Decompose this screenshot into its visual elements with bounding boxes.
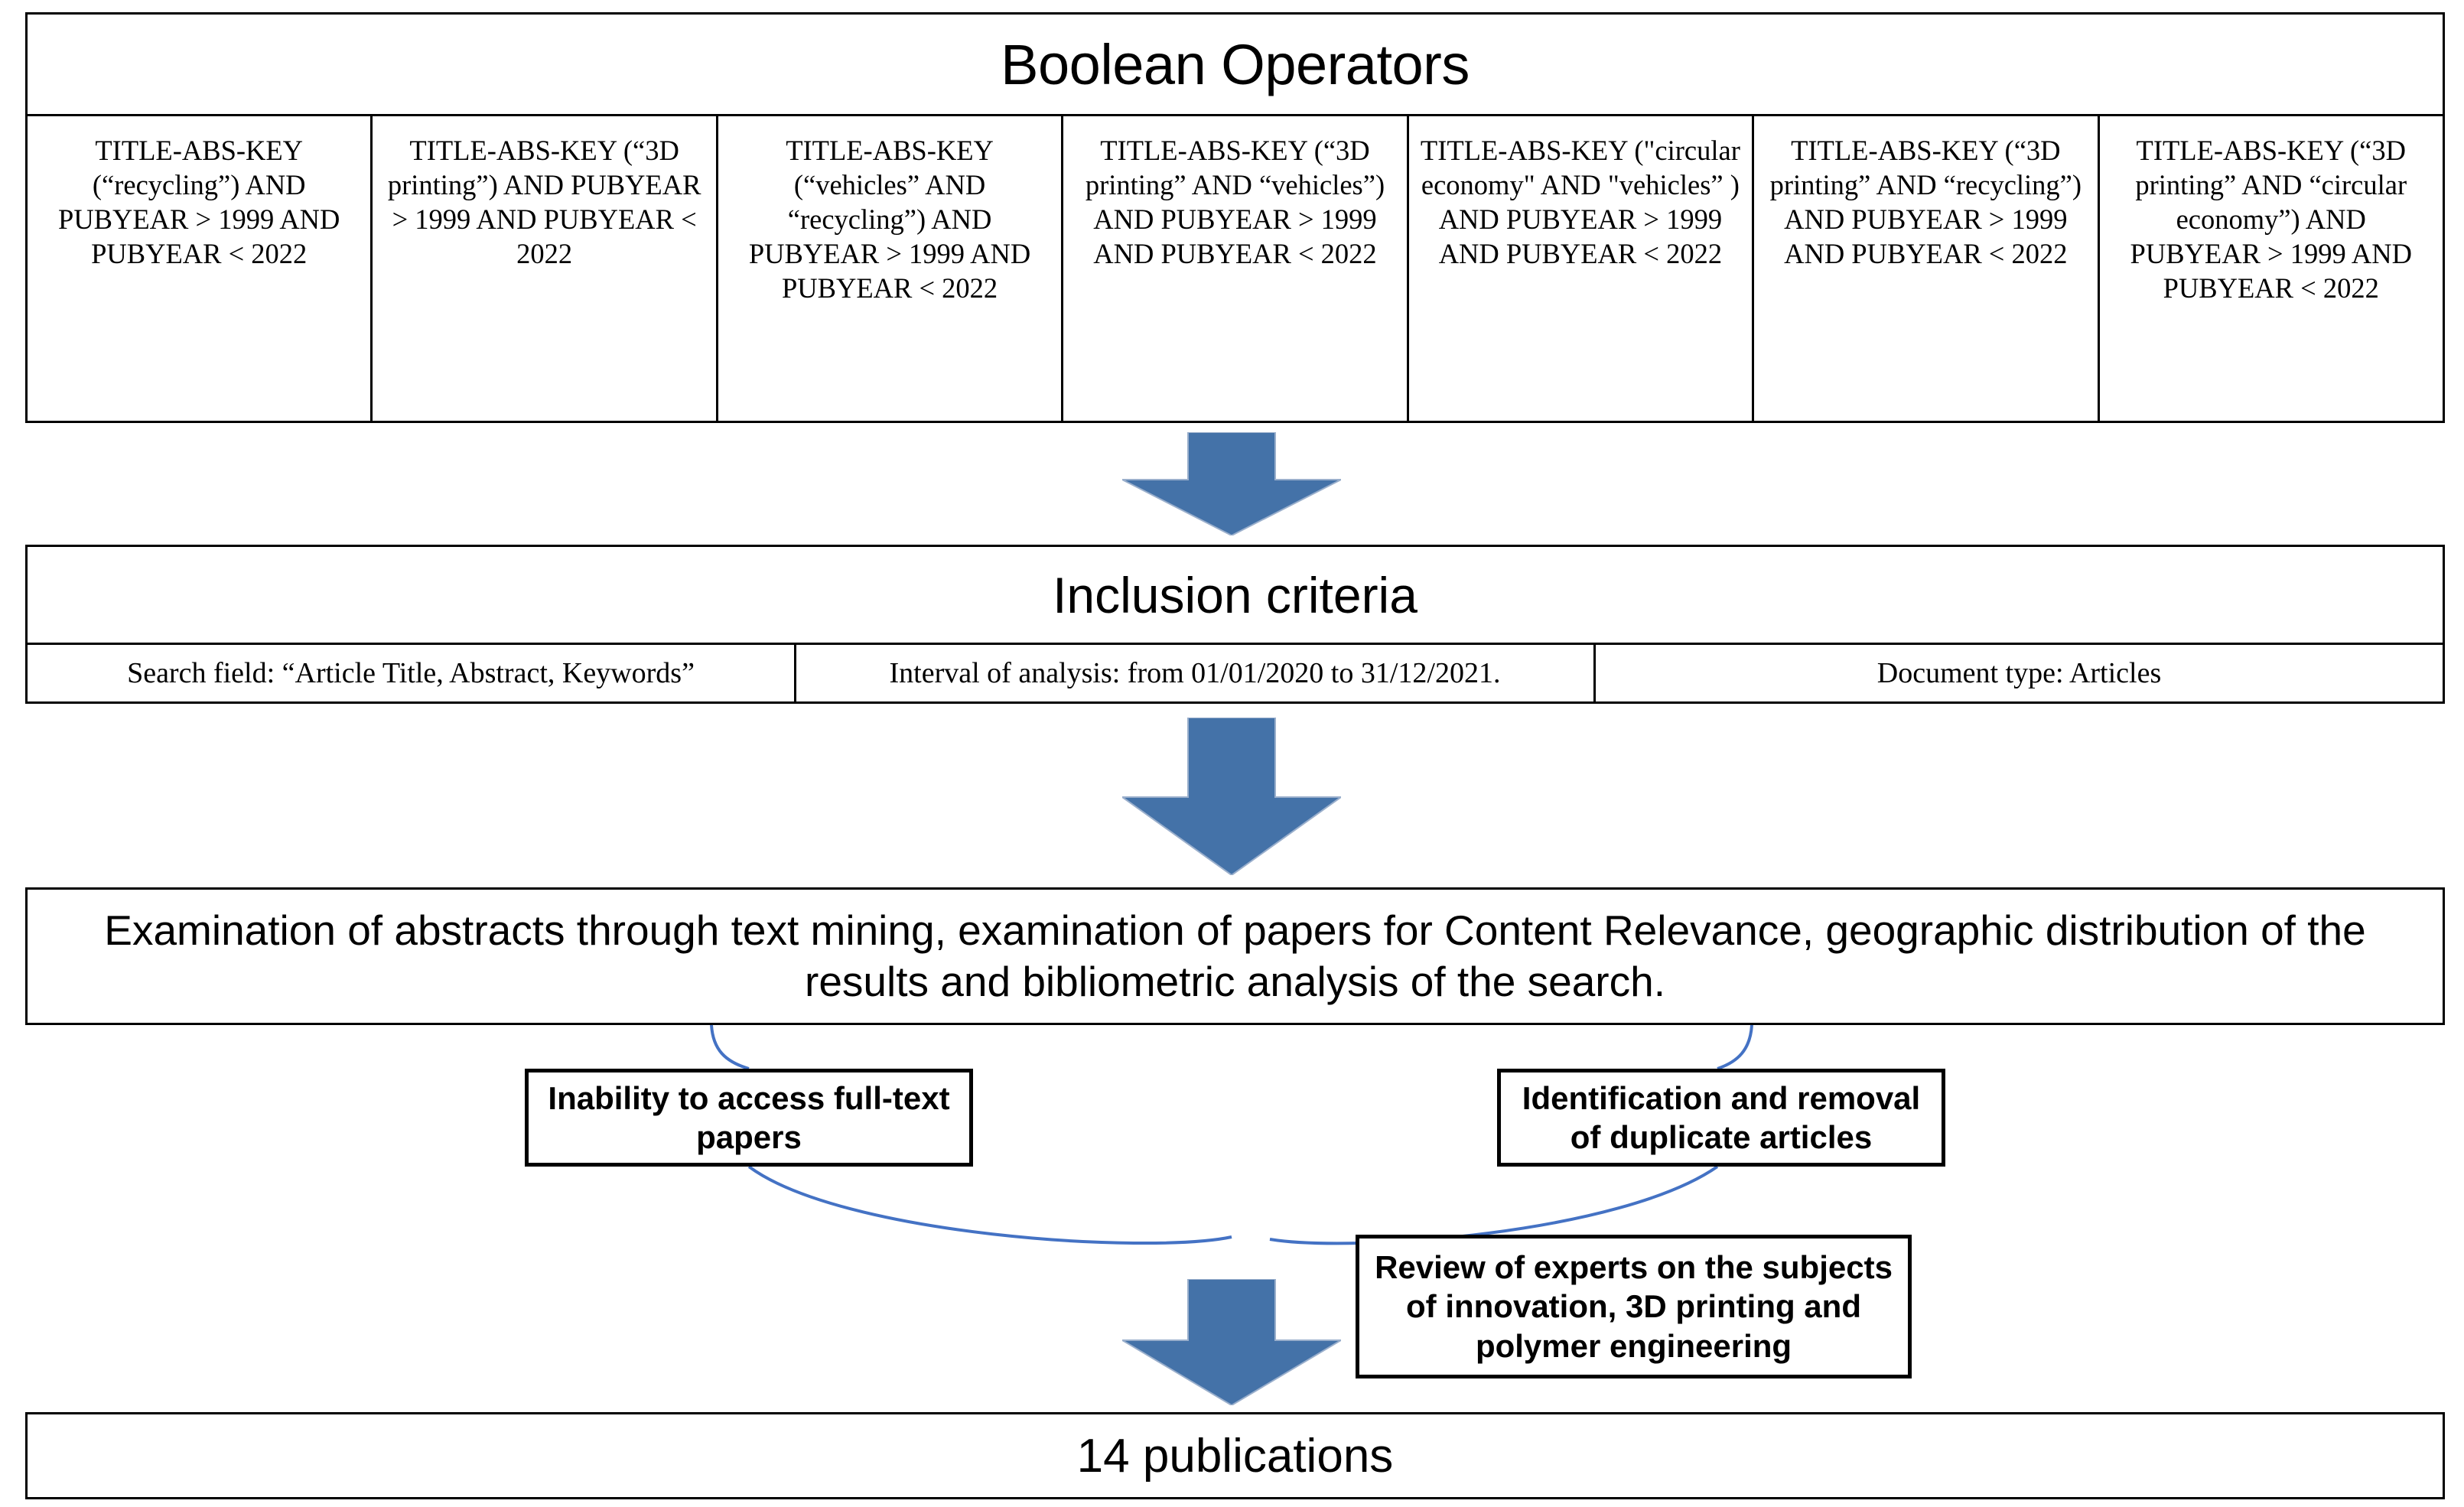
result-publications-box: 14 publications <box>25 1412 2445 1499</box>
inclusion-criteria-title-cell: Inclusion criteria <box>28 547 2443 645</box>
exclusion-note-expert-review: Review of experts on the subjects of inn… <box>1356 1235 1912 1378</box>
down-arrow-icon-2 <box>1122 718 1341 875</box>
inclusion-criteria-cell-interval: Interval of analysis: from 01/01/2020 to… <box>796 645 1596 701</box>
inclusion-criteria-cell-search-field: Search field: “Article Title, Abstract, … <box>28 645 796 701</box>
boolean-query-cell-2: TITLE-ABS-KEY (“3D printing”) AND PUBYEA… <box>373 116 718 421</box>
exclusion-note-fulltext: Inability to access full-text papers <box>525 1069 973 1167</box>
boolean-query-row: TITLE-ABS-KEY (“recycling”) AND PUBYEAR … <box>28 116 2443 421</box>
exclusion-note-duplicates: Identification and removal of duplicate … <box>1497 1069 1945 1167</box>
page-title: Boolean Operators <box>1001 32 1470 96</box>
boolean-query-cell-4: TITLE-ABS-KEY (“3D printing” AND “vehicl… <box>1063 116 1409 421</box>
boolean-query-cell-5: TITLE-ABS-KEY ("circular economy" AND "v… <box>1409 116 1755 421</box>
result-publications-text: 14 publications <box>1076 1429 1394 1483</box>
boolean-query-cell-7: TITLE-ABS-KEY (“3D printing” AND “circul… <box>2130 135 2412 304</box>
inclusion-criteria-row: Search field: “Article Title, Abstract, … <box>28 645 2443 701</box>
inclusion-criteria-title: Inclusion criteria <box>1053 566 1418 623</box>
examination-step-box: Examination of abstracts through text mi… <box>25 887 2445 1025</box>
down-arrow-icon-3 <box>1122 1279 1341 1405</box>
inclusion-criteria-table: Inclusion criteria Search field: “Articl… <box>25 545 2445 704</box>
down-arrow-icon-1 <box>1122 432 1341 535</box>
boolean-operators-title-cell: Boolean Operators <box>28 15 2443 116</box>
inclusion-criteria-cell-document-type: Document type: Articles <box>1876 657 2162 689</box>
boolean-query-cell-1: TITLE-ABS-KEY (“recycling”) AND PUBYEAR … <box>28 116 373 421</box>
examination-step-text: Examination of abstracts through text mi… <box>104 906 2366 1005</box>
boolean-operators-table: Boolean Operators TITLE-ABS-KEY (“recycl… <box>25 12 2445 423</box>
boolean-query-cell-3: TITLE-ABS-KEY (“vehicles” AND “recycling… <box>718 116 1064 421</box>
boolean-query-cell-6: TITLE-ABS-KEY (“3D printing” AND “recycl… <box>1754 116 2100 421</box>
